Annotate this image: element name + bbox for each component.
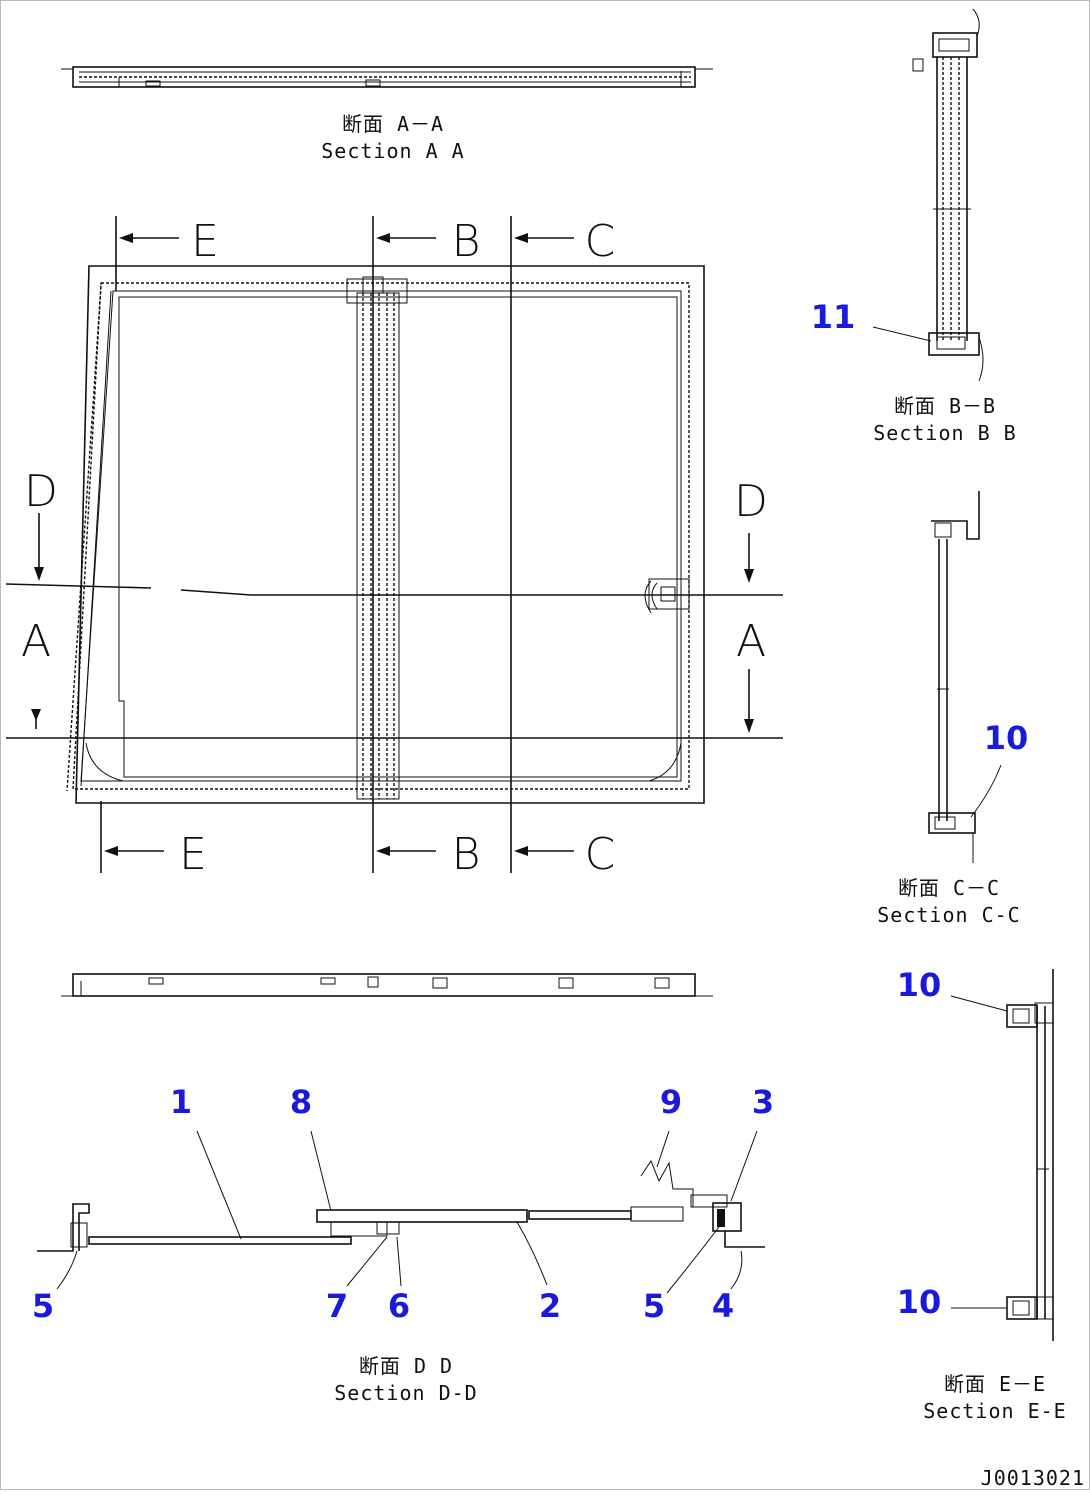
callout-10-cc: 10 — [984, 719, 1029, 757]
section-aa-caption-en: Section A A — [321, 139, 464, 163]
cut-letter-c-bottom: C — [585, 829, 616, 880]
callout-5-right: 5 — [643, 1287, 665, 1325]
callout-5-left: 5 — [32, 1287, 54, 1325]
section-aa-view — [61, 66, 713, 88]
cut-letter-e-top: E — [191, 216, 219, 267]
cut-letter-a-left: A — [21, 616, 51, 667]
cut-letter-d-right: D — [734, 476, 768, 527]
cut-letter-a-right: A — [736, 616, 766, 667]
callout-8: 8 — [290, 1083, 312, 1121]
section-ee-view — [950, 969, 1054, 1341]
front-view — [5, 216, 783, 873]
cut-letter-c-top: C — [585, 216, 616, 267]
section-cc-caption-en: Section C-C — [877, 903, 1020, 927]
callout-4: 4 — [712, 1287, 734, 1325]
section-bb-view — [872, 8, 984, 382]
section-dd-leaders — [56, 1130, 758, 1294]
cut-letter-b-top: B — [452, 216, 481, 267]
section-dd-caption-en: Section D-D — [334, 1381, 477, 1405]
section-ee-caption-en: Section E-E — [923, 1399, 1066, 1423]
cut-letter-e-bottom: E — [179, 829, 207, 880]
cut-letter-b-bottom: B — [452, 829, 481, 880]
callout-9: 9 — [660, 1083, 682, 1121]
section-bb-caption-jp: 断面 B－B — [894, 394, 996, 418]
section-dd-caption-jp: 断面 D D — [359, 1354, 453, 1378]
section-cc-caption-jp: 断面 C－C — [898, 876, 1000, 900]
section-ee-caption-jp: 断面 E－E — [944, 1372, 1046, 1396]
callout-10-ee-top: 10 — [897, 966, 942, 1004]
callout-7: 7 — [326, 1287, 348, 1325]
callout-11: 11 — [811, 298, 856, 336]
callout-3: 3 — [752, 1083, 774, 1121]
section-cc-view — [928, 491, 1002, 863]
callout-1: 1 — [170, 1083, 192, 1121]
section-aa-caption-jp: 断面 A－A — [342, 112, 444, 136]
callout-6: 6 — [388, 1287, 410, 1325]
cut-letter-d-left: D — [24, 466, 58, 517]
callout-10-ee-bottom: 10 — [897, 1283, 942, 1321]
drawing-id: J0013021 — [981, 1466, 1085, 1490]
section-bb-caption-en: Section B B — [873, 421, 1016, 445]
callout-2: 2 — [539, 1287, 561, 1325]
section-dd-view — [37, 1159, 765, 1252]
bottom-strip-view — [61, 973, 713, 997]
